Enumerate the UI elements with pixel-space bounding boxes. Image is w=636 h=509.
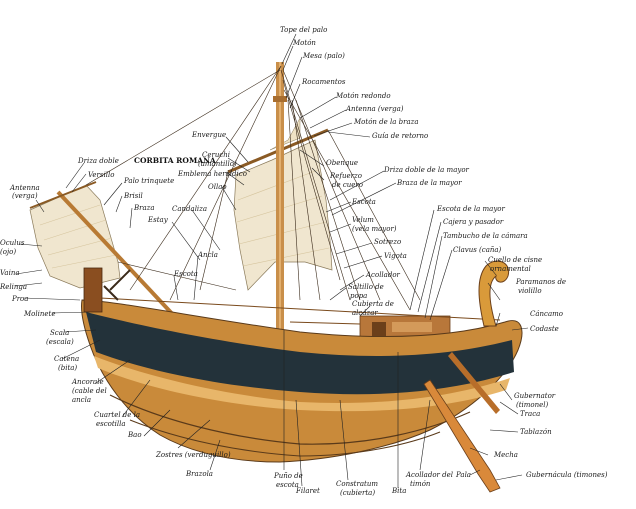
label-cuello-1: Cuello de cisne <box>488 256 542 264</box>
label-saltillo-2: popa <box>350 292 367 300</box>
label-ceruchi-2: (amantillo) <box>198 160 237 168</box>
label-relinga: Relinga <box>0 283 27 291</box>
label-palo-trinquete: Palo trinquete <box>123 177 174 185</box>
label-brazola: Brazola <box>185 470 213 478</box>
label-antenna-left-2: (verga) <box>12 192 38 200</box>
label-mecha: Mecha <box>493 451 518 459</box>
label-gubernator-2: (timonel) <box>516 401 549 409</box>
label-constratum-1: Constratum <box>336 480 378 488</box>
label-codaste: Codaste <box>530 325 559 333</box>
label-cubierta-alcazar-2: alcázar <box>352 309 378 317</box>
bow-post <box>83 267 103 313</box>
label-ceruchi-1: Ceruchi <box>202 151 230 159</box>
label-puno-1: Puño de <box>273 472 303 480</box>
label-gubernacula: Gubernácula (timones) <box>526 471 608 479</box>
label-moton-redondo: Motón redondo <box>335 92 391 100</box>
label-proa: Proa <box>11 295 28 303</box>
label-oculus-1: Oculus <box>0 239 25 247</box>
label-gubernator-1: Gubernator <box>514 392 556 400</box>
label-catena-1: Catena <box>54 355 79 363</box>
label-braza-de-la-mayor: Braza de la mayor <box>396 179 462 187</box>
leader-lines <box>15 33 529 488</box>
label-tope-del-palo: Tope del palo <box>280 26 327 34</box>
fore-mast <box>56 190 180 322</box>
label-versillo: Versillo <box>88 171 114 179</box>
steering-oar <box>423 379 501 493</box>
label-estay: Estay <box>147 216 169 224</box>
label-pala: Pala <box>455 471 471 479</box>
label-bita: Bita <box>391 487 406 495</box>
label-escota-left: Escota <box>173 270 198 278</box>
label-ancorale-1: Ancorale <box>71 378 104 386</box>
label-velum-1: Velum <box>352 216 374 224</box>
label-filaret: Filaret <box>295 487 320 495</box>
label-cubierta-alcazar-1: Cubierta de <box>352 300 394 308</box>
label-ancorale-3: ancla <box>72 396 91 404</box>
label-bao: Bao <box>127 431 142 439</box>
label-refuerzo-2: de cuero <box>332 181 363 189</box>
label-antenna-verga-top: Antenna (verga) <box>345 105 404 113</box>
label-acollador: Acollador <box>365 271 401 279</box>
label-cuello-2: ornamental <box>490 265 531 273</box>
label-rocamentos: Rocamentos <box>301 78 346 86</box>
label-cancamo: Cáncamo <box>530 310 563 318</box>
label-oculus-2: (ojo) <box>0 248 16 256</box>
label-candaliza: Candaliza <box>172 205 207 213</box>
label-driza-doble: Driza doble <box>77 157 119 165</box>
label-saltillo-1: Saltillo de <box>348 283 384 291</box>
label-mesa-palo: Mesa (palo) <box>302 52 345 60</box>
label-escota-de-la-mayor: Escota de la mayor <box>436 205 506 213</box>
label-emblema-heraldico: Emblema heráldico <box>177 170 247 178</box>
label-antenna-left-1: Antenna <box>9 184 40 192</box>
label-moton: Motón <box>292 39 316 47</box>
label-guia-de-retorno: Guía de retorno <box>372 132 428 140</box>
label-constratum-2: (cubierta) <box>340 489 375 497</box>
label-cuartel-1: Cuartel de la <box>94 411 140 419</box>
label-driza-doble-mayor: Driza doble de la mayor <box>383 166 470 174</box>
label-puno-2: escota <box>276 481 299 489</box>
label-zostres: Zostres (verduguillo) <box>155 451 231 459</box>
fore-sail <box>29 184 121 289</box>
label-paramanos-1: Paramanos de <box>515 278 566 286</box>
label-acollador-timon-2: timón <box>410 480 431 488</box>
label-escota: Escota <box>351 198 376 206</box>
hull-wale <box>86 312 514 395</box>
anchor <box>103 269 131 301</box>
label-obenque: Obenque <box>326 159 358 167</box>
label-cuartel-2: escotilla <box>96 420 126 428</box>
label-acollador-timon-1: Acollador del <box>405 471 453 479</box>
label-vaina: Vaina <box>0 269 20 277</box>
label-refuerzo-1: Refuerzo <box>329 172 362 180</box>
ship-illustration <box>29 62 523 493</box>
label-scala-2: (escala) <box>46 338 74 346</box>
labels: CORBITA ROMANA Tope del palo Motón Mesa … <box>0 26 608 497</box>
deck-railing <box>99 297 501 325</box>
swan-neck-ornament <box>478 260 510 327</box>
label-clavus: Clavus (caña) <box>453 246 502 254</box>
label-envergue: Envergue <box>191 131 226 139</box>
label-sotrezo: Sotrezo <box>374 238 401 246</box>
label-ollao: Ollao <box>208 183 227 191</box>
label-cajera-y-pasador: Cajera y pasador <box>443 218 504 226</box>
label-tablazon: Tablazón <box>520 428 552 436</box>
label-vigota: Vigota <box>384 252 407 260</box>
diagram-title: CORBITA ROMANA <box>134 156 216 165</box>
label-brisil: Brisil <box>123 192 143 200</box>
label-tambucho: Tambucho de la cámara <box>443 232 528 240</box>
label-paramanos-2: violillo <box>518 287 542 295</box>
label-traca: Traca <box>520 410 540 418</box>
label-scala-1: Scala <box>50 329 69 337</box>
label-ancorale-2: (cable del <box>72 387 107 395</box>
label-molinete: Molinete <box>23 310 55 318</box>
label-braza: Braza <box>133 204 155 212</box>
label-catena-2: (bita) <box>58 364 77 372</box>
label-velum-2: (vela mayor) <box>352 225 397 233</box>
label-ancla: Ancla <box>197 251 218 259</box>
label-moton-de-la-braza: Motón de la braza <box>353 118 419 126</box>
